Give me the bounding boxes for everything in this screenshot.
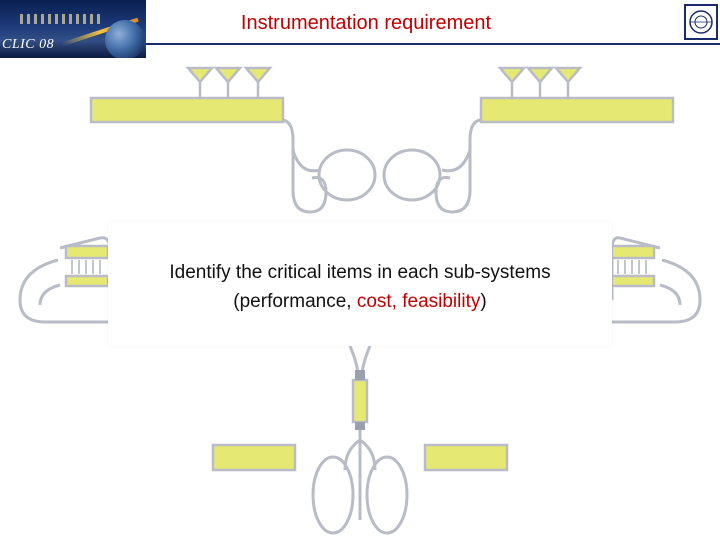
- drive-beam-arrows-right: [617, 260, 647, 274]
- accelerator-blocks: [64, 96, 675, 472]
- linac-block-left: [89, 96, 285, 124]
- callout-line-2-open: (performance,: [233, 291, 357, 312]
- callout-text: Identify the critical items in each sub-…: [108, 258, 612, 316]
- header-rule: [146, 43, 720, 45]
- injector-funnels-right: [497, 66, 583, 84]
- callout-line-1: Identify the critical items in each sub-…: [169, 262, 551, 283]
- drive-beam-block-left-top: [64, 244, 110, 260]
- globe-icon: [105, 20, 145, 58]
- banner-label: CLIC 08: [2, 37, 55, 52]
- booster-block-left: [211, 443, 297, 472]
- beamline-paths: [18, 118, 702, 535]
- linac-block-right: [479, 96, 675, 124]
- clic-banner: CLIC 08: [0, 0, 146, 58]
- drive-beam-arrows-left: [71, 260, 101, 274]
- slide-header: CLIC 08 Instrumentation requirement: [0, 0, 720, 58]
- booster-block-right: [423, 443, 509, 472]
- callout-red-text: cost, feasibility: [356, 291, 481, 312]
- drive-beam-block-left-bottom: [64, 274, 110, 288]
- drive-beam-block-right-top: [610, 244, 656, 260]
- central-linac-block: [351, 378, 369, 424]
- slide-title: Instrumentation requirement: [240, 12, 492, 34]
- callout-line-2-close: ): [480, 291, 487, 312]
- banner-lights: [20, 14, 100, 24]
- injector-funnels-left: [185, 66, 273, 84]
- cern-logo-icon: [684, 4, 718, 40]
- drive-beam-block-right-bottom: [610, 274, 656, 288]
- callout-box: Identify the critical items in each sub-…: [108, 222, 612, 346]
- beamline-connectors: [355, 370, 365, 430]
- callout-line-2: (performance, cost, feasibility): [108, 287, 612, 316]
